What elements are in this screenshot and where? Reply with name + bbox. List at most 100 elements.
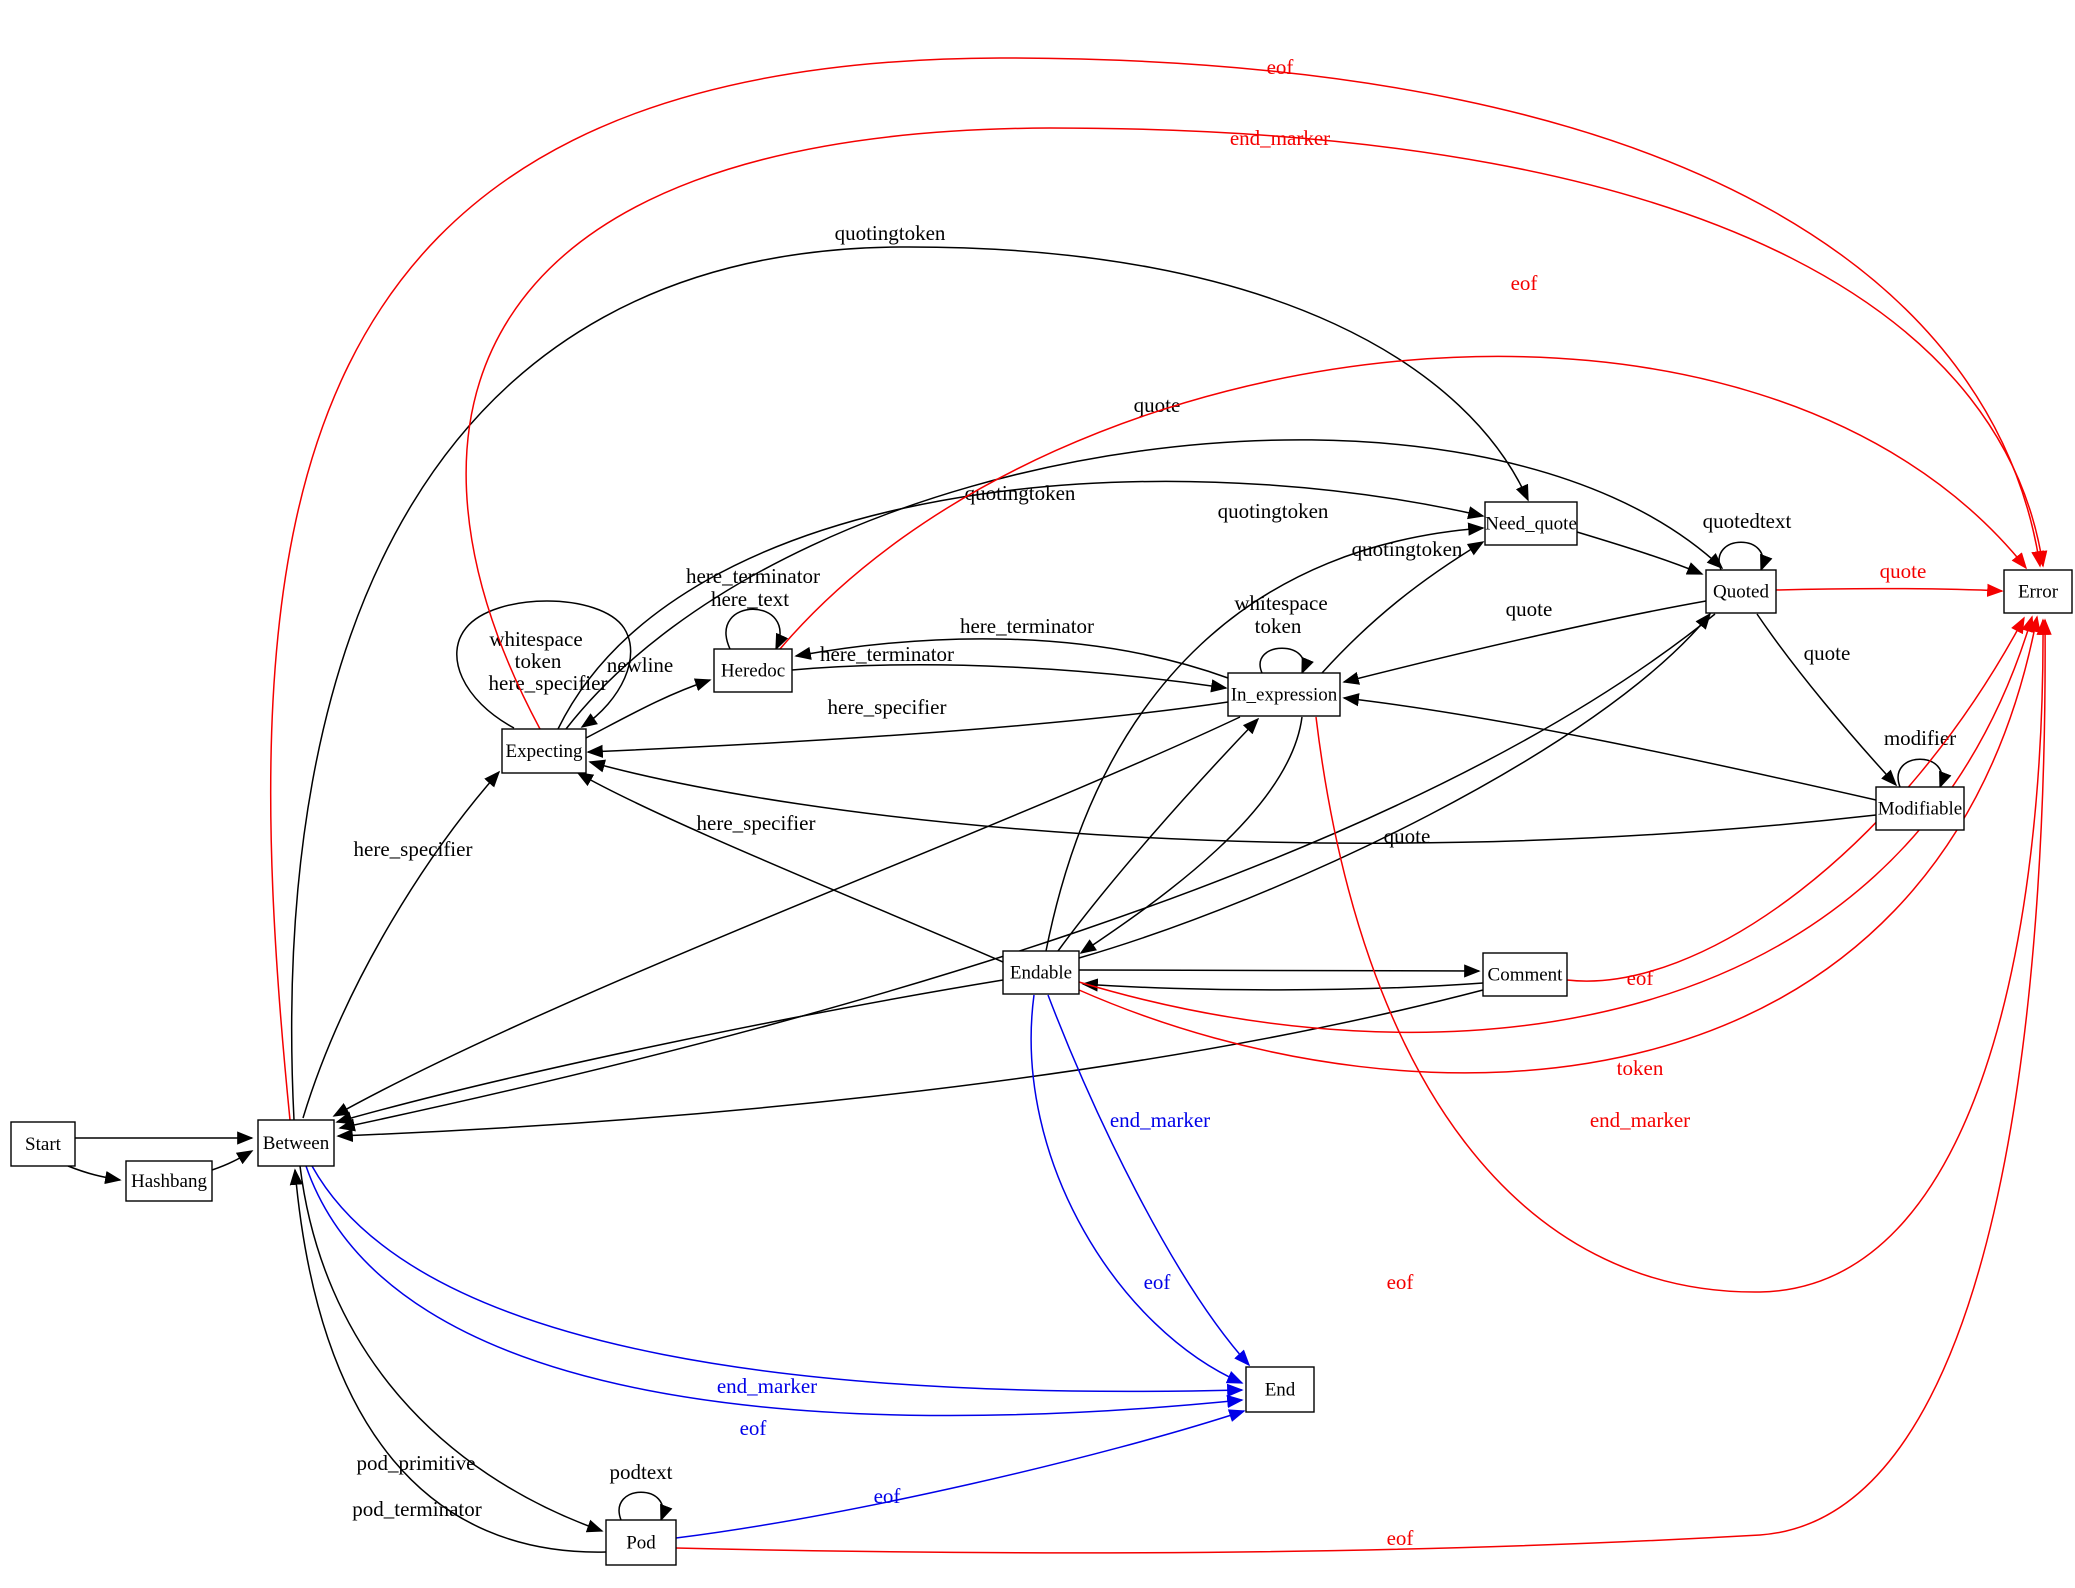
edge-label-pod-end-eof: eof bbox=[874, 1484, 901, 1508]
node-label-inexpression: In_expression bbox=[1231, 685, 1338, 706]
edge-heredoc-loop bbox=[725, 608, 789, 651]
node-box-endable bbox=[1002, 950, 1080, 995]
edge-label-inexpression-loop: token bbox=[1255, 614, 1302, 638]
edge-label-comment-error-eof: eof bbox=[1627, 966, 1654, 990]
edge-label-modifiable-loop: modifier bbox=[1884, 726, 1956, 750]
edge-expecting-error-endmarker bbox=[465, 127, 2048, 730]
node-box-comment bbox=[1482, 952, 1568, 997]
edge-label-between-error-eof: eof bbox=[1267, 55, 1294, 79]
edge-expecting-heredoc bbox=[585, 678, 712, 739]
node-label-between: Between bbox=[263, 1133, 330, 1154]
edge-inexpression-expecting bbox=[586, 701, 1229, 758]
edge-inexpression-loop bbox=[1259, 647, 1314, 675]
edge-expecting-loop bbox=[456, 600, 632, 729]
edge-between-pod bbox=[299, 1165, 604, 1533]
edge-comment-between bbox=[336, 989, 1484, 1143]
node-error: Error bbox=[2003, 569, 2073, 614]
edge-label-heredoc-error-eof: eof bbox=[1511, 271, 1538, 295]
edge-label-between-needquote: quotingtoken bbox=[835, 221, 946, 245]
edge-label-quoted-error-quote: quote bbox=[1880, 559, 1927, 583]
edge-endable-end-eof bbox=[1030, 994, 1244, 1384]
edge-inexpression-heredoc bbox=[794, 638, 1229, 679]
node-label-hashbang: Hashbang bbox=[131, 1171, 207, 1192]
node-box-modifiable bbox=[1875, 786, 1965, 831]
edge-endable-between bbox=[335, 979, 1004, 1125]
edge-label-expecting-loop: whitespace bbox=[489, 627, 582, 651]
edge-between-end-endmarker bbox=[311, 1165, 1244, 1397]
node-label-modifiable: Modifiable bbox=[1878, 799, 1962, 820]
edge-between-end-eof bbox=[305, 1165, 1244, 1417]
edge-modifiable-loop bbox=[1897, 758, 1952, 789]
node-between: Between bbox=[257, 1119, 335, 1167]
edge-label-inexpression-heredoc: here_terminator bbox=[960, 614, 1094, 638]
edge-quoted-inexpression bbox=[1342, 600, 1707, 685]
edge-hashbang-between bbox=[211, 1150, 254, 1171]
node-label-start: Start bbox=[25, 1134, 62, 1155]
edge-endable-expecting bbox=[576, 772, 1004, 963]
node-quoted: Quoted bbox=[1705, 569, 1777, 614]
edge-inexpression-endable bbox=[1079, 716, 1303, 954]
edge-label-between-end-eof: eof bbox=[740, 1416, 767, 1440]
edge-endable-needquote bbox=[1045, 522, 1485, 952]
node-label-needquote: Need_quote bbox=[1485, 514, 1577, 535]
edge-comment-error-eof bbox=[1566, 616, 2025, 982]
edge-quoted-loop bbox=[1718, 541, 1773, 572]
edge-label-inexpression-loop: whitespace bbox=[1234, 591, 1327, 615]
node-end: End bbox=[1245, 1366, 1315, 1413]
node-modifiable: Modifiable bbox=[1875, 786, 1965, 831]
node-label-expecting: Expecting bbox=[505, 741, 583, 762]
edge-endable-inexpression bbox=[1057, 717, 1260, 952]
edge-pod-loop bbox=[618, 1491, 673, 1522]
node-label-error: Error bbox=[2018, 582, 2059, 603]
node-heredoc: Heredoc bbox=[713, 648, 793, 693]
edge-pod-error-eof bbox=[675, 618, 2052, 1554]
node-box-quoted bbox=[1705, 569, 1777, 614]
edge-between-expecting bbox=[302, 770, 501, 1119]
edge-label-endable-quoted: quote bbox=[1384, 824, 1431, 848]
edge-label-heredoc-loop: here_text bbox=[711, 587, 789, 611]
node-box-hashbang bbox=[125, 1160, 213, 1202]
edge-quoted-between bbox=[338, 613, 1716, 1132]
edge-label-expecting-error-endmarker: end_marker bbox=[1230, 126, 1330, 150]
edge-pod-end-eof bbox=[675, 1409, 1246, 1539]
node-box-expecting bbox=[501, 728, 587, 774]
edge-label-expecting-quoted: quote bbox=[1134, 393, 1181, 417]
edge-label-between-end-endmarker: end_marker bbox=[717, 1374, 817, 1398]
node-comment: Comment bbox=[1482, 952, 1568, 997]
edge-label-inexpression-expecting: here_specifier bbox=[828, 695, 947, 719]
edge-heredoc-error-eof bbox=[779, 355, 2028, 650]
edge-endable-error-endmarker bbox=[1078, 615, 2041, 1074]
edge-label-pod-error-eof: eof bbox=[1387, 1526, 1414, 1550]
edge-label-endable-end-endmarker: end_marker bbox=[1110, 1108, 1210, 1132]
edge-label-quoted-inexpression: quote bbox=[1506, 597, 1553, 621]
edge-layer: here_specifierwhitespacetokenhere_specif… bbox=[67, 55, 2052, 1554]
edge-quoted-modifiable bbox=[1756, 613, 1898, 787]
node-label-comment: Comment bbox=[1488, 965, 1564, 986]
edge-label-endable-expecting: here_specifier bbox=[697, 811, 816, 835]
node-label-end: End bbox=[1265, 1380, 1296, 1401]
node-box-pod bbox=[605, 1519, 677, 1566]
edge-endable-quoted bbox=[1078, 612, 1712, 959]
edge-between-error-eof bbox=[269, 57, 2045, 1121]
edge-label-endable-end-eof: eof bbox=[1144, 1270, 1171, 1294]
edge-label-expecting-loop: token bbox=[515, 649, 562, 673]
edge-label-pod-loop: podtext bbox=[610, 1460, 673, 1484]
node-box-between bbox=[257, 1119, 335, 1167]
node-label-quoted: Quoted bbox=[1713, 582, 1769, 603]
edge-label-expecting-needquote: quotingtoken bbox=[965, 481, 1076, 505]
node-box-end bbox=[1245, 1366, 1315, 1413]
node-box-start bbox=[10, 1121, 76, 1167]
edge-label-endable-needquote: quotingtoken bbox=[1218, 499, 1329, 523]
node-inexpression: In_expression bbox=[1227, 672, 1341, 717]
node-hashbang: Hashbang bbox=[125, 1160, 213, 1202]
edge-heredoc-inexpression bbox=[791, 664, 1228, 693]
node-start: Start bbox=[10, 1121, 76, 1167]
edge-label-quoted-modifiable: quote bbox=[1804, 641, 1851, 665]
node-endable: Endable bbox=[1002, 950, 1080, 995]
node-expecting: Expecting bbox=[501, 728, 587, 774]
edge-label-heredoc-inexpression: here_terminator bbox=[820, 642, 954, 666]
edge-label-quoted-loop: quotedtext bbox=[1703, 509, 1792, 533]
